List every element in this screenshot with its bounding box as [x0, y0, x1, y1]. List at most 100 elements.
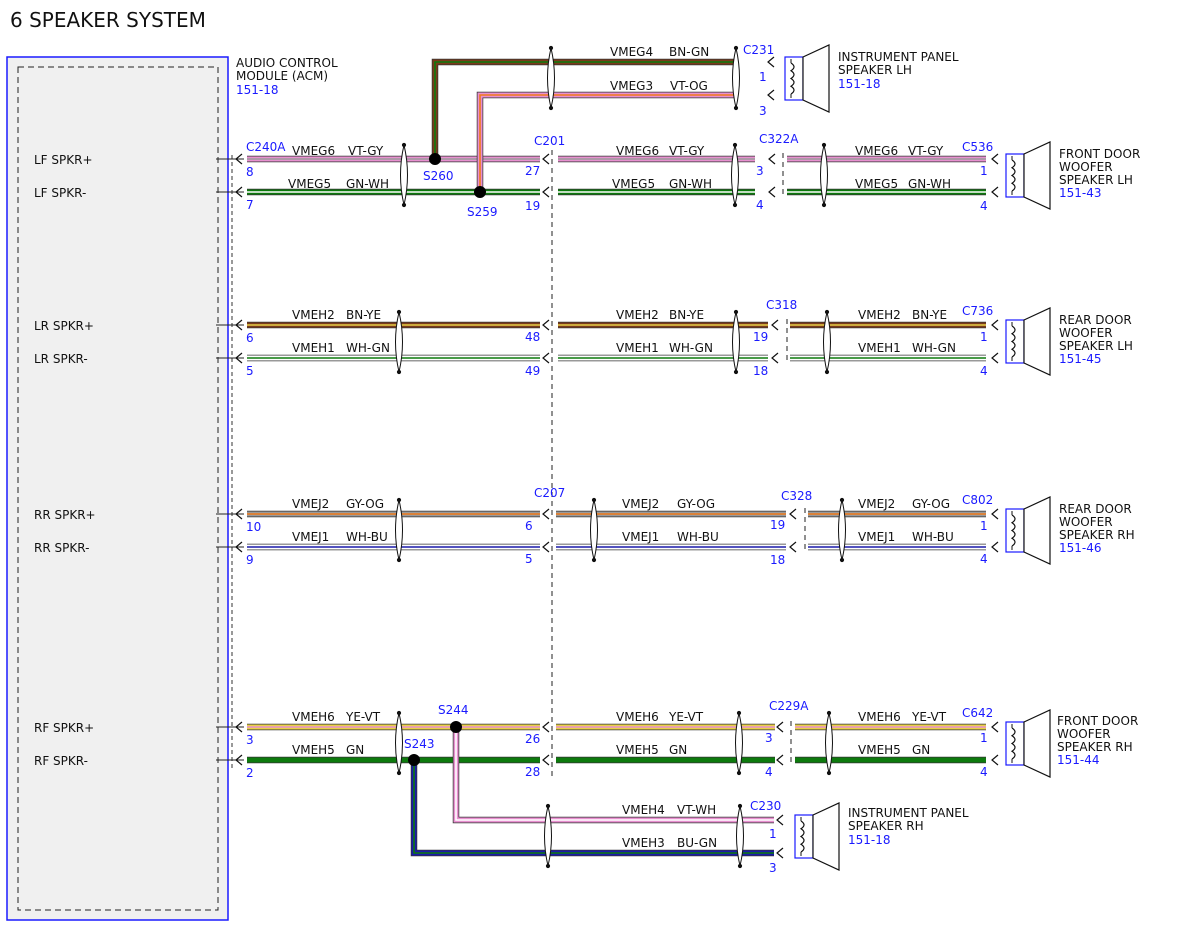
splice-s259 — [474, 186, 486, 198]
connector-c322a: C322A — [759, 132, 799, 146]
splice-labels: S260 S259 S244 S243 — [404, 169, 498, 751]
circuit-color: VT-WH — [677, 803, 716, 817]
wire-break-dot — [732, 202, 738, 208]
circuit-color: WH-GN — [669, 341, 713, 355]
wire-break-dot — [824, 369, 830, 375]
pin-label-rf-minus: RF SPKR- — [34, 754, 88, 768]
circuit-color: WH-BU — [677, 530, 719, 544]
pin-c642-1: 1 — [980, 731, 988, 745]
speaker-ip-lh-coil — [789, 62, 795, 95]
wire-break-dot — [545, 863, 551, 869]
circuit-color: VT-GY — [669, 144, 705, 158]
circuit-label: VMEH1 — [858, 341, 901, 355]
connector-chevron — [771, 319, 779, 331]
splice-s260 — [429, 153, 441, 165]
splice-label-s243: S243 — [404, 737, 435, 751]
pin-c201-48: 48 — [525, 330, 540, 344]
wire-break — [825, 712, 833, 774]
pin-c229a-3: 3 — [765, 731, 773, 745]
wire-break-symbols — [395, 45, 846, 869]
pin-c318-18: 18 — [753, 364, 768, 378]
splice-label-s259: S259 — [467, 205, 498, 219]
wire-break — [838, 499, 846, 561]
circuit-color: GN — [912, 743, 930, 757]
speaker-rd-lh-coil — [1010, 325, 1016, 358]
pin-c207-6: 6 — [525, 519, 533, 533]
wire-break — [736, 805, 744, 867]
speaker-fd-lh-line2: WOOFER — [1059, 160, 1113, 174]
speaker-rd-lh-line1: REAR DOOR — [1059, 313, 1132, 327]
pin-c802-4: 4 — [980, 552, 988, 566]
circuit-label: VMEG6 — [292, 144, 335, 158]
circuit-color: WH-BU — [912, 530, 954, 544]
pin-c230-3: 3 — [769, 861, 777, 875]
circuit-label: VMEH6 — [616, 710, 659, 724]
circuit-color: GN — [346, 743, 364, 757]
circuit-label: VMEG5 — [612, 177, 655, 191]
pin-c201-49: 49 — [525, 364, 540, 378]
circuit-color: WH-BU — [346, 530, 388, 544]
connector-chevron — [235, 754, 243, 766]
speaker-rd-lh-ref: 151-45 — [1059, 352, 1102, 366]
wire-break-dot — [839, 497, 845, 503]
circuit-label: VMEH5 — [858, 743, 901, 757]
circuit-color: GY-OG — [912, 497, 950, 511]
circuit-color: GN-WH — [669, 177, 712, 191]
connector-chevron — [235, 352, 243, 364]
pin-acm-3: 3 — [246, 733, 254, 747]
pin-label-rr-plus: RR SPKR+ — [34, 508, 96, 522]
speaker-fd-rh-cone — [1023, 709, 1051, 778]
connector-c231: C231 — [743, 43, 774, 57]
splice-s243 — [408, 754, 420, 766]
circuit-label: VMEJ2 — [858, 497, 895, 511]
speakers — [784, 44, 1051, 871]
wire-break — [735, 712, 743, 774]
circuit-label: VMEG5 — [288, 177, 331, 191]
speaker-fd-lh-line3: SPEAKER LH — [1059, 173, 1133, 187]
speaker-rd-rh-line2: WOOFER — [1059, 515, 1113, 529]
pin-c642-4: 4 — [980, 765, 988, 779]
connector-c318: C318 — [766, 298, 797, 312]
connector-chevron — [991, 352, 999, 364]
connector-chevron — [991, 508, 999, 520]
connector-chevron — [776, 721, 784, 733]
pin-label-rf-plus: RF SPKR+ — [34, 721, 94, 735]
wire-vmeh4-outline — [452, 727, 774, 824]
pin-label-lf-plus: LF SPKR+ — [34, 153, 93, 167]
wire-break-dot — [548, 105, 554, 111]
speaker-fd-lh-coil — [1010, 159, 1016, 192]
wire-break — [395, 712, 403, 774]
connector-c201: C201 — [534, 134, 565, 148]
circuit-color: VT-GY — [348, 144, 384, 158]
connector-chevron — [767, 56, 775, 68]
circuit-color: GN-WH — [908, 177, 951, 191]
circuit-label: VMEH1 — [292, 341, 335, 355]
pin-numbers: 8 7 6 5 10 9 3 2 27 19 48 49 6 5 26 28 3… — [246, 70, 988, 875]
module-pin-stubs — [216, 158, 244, 761]
speaker-rd-rh-line3: SPEAKER RH — [1059, 528, 1135, 542]
circuit-label: VMEG4 — [610, 45, 653, 59]
circuit-color: VT-OG — [670, 79, 708, 93]
speaker-fd-lh-ref: 151-43 — [1059, 186, 1102, 200]
speaker-fd-rh-coil — [1010, 727, 1016, 760]
pin-c231-3: 3 — [759, 104, 767, 118]
speaker-ip-rh-line2: SPEAKER RH — [848, 819, 924, 833]
speaker-ip-rh-cone — [812, 802, 840, 871]
connector-chevron — [542, 721, 550, 733]
connector-chevron — [235, 721, 243, 733]
connector-chevron — [542, 541, 550, 553]
pin-c231-1: 1 — [759, 70, 767, 84]
wire-break — [820, 144, 828, 206]
circuit-labels: VMEG6 VT-GY VMEG5 GN-WH VMEG6 VT-GY VMEG… — [288, 45, 956, 850]
pin-c318-19: 19 — [753, 330, 768, 344]
speaker-ip-lh-line2: SPEAKER LH — [838, 63, 912, 77]
wire-break-dot — [839, 557, 845, 563]
pin-c736-4: 4 — [980, 364, 988, 378]
speaker-rd-rh-cone — [1023, 496, 1051, 565]
connector-c328: C328 — [781, 489, 812, 503]
wire-vmeg4-stripe — [434, 61, 737, 159]
circuit-color: BN-GN — [669, 45, 709, 59]
speaker-fd-rh-coil-box — [1005, 721, 1025, 766]
connector-chevron — [991, 186, 999, 198]
speaker-ip-rh-ref: 151-18 — [848, 833, 891, 847]
